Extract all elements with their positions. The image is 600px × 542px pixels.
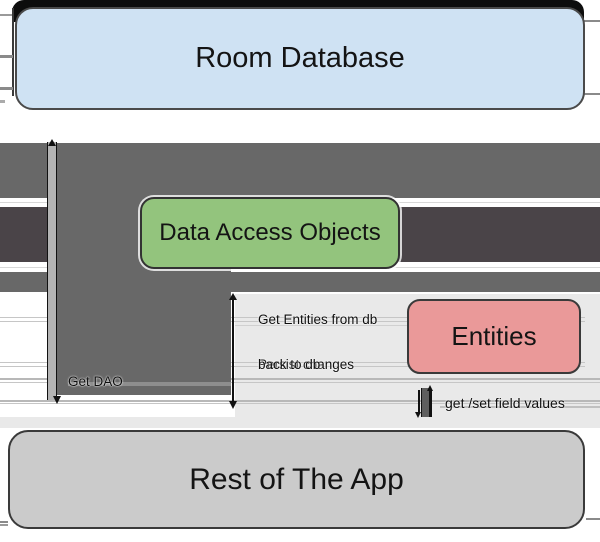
right-edge-tick [584, 93, 600, 95]
left-edge-tick-bottom [0, 524, 8, 526]
arrow-down-icon [415, 412, 421, 418]
arrow-down-icon [53, 396, 61, 404]
arrow-up-icon [48, 139, 56, 146]
dao-entities-arrow-line [232, 297, 234, 403]
persist-changes-line2: back to db [258, 357, 321, 372]
gray-left-block [57, 143, 231, 395]
get-dao-connector-bar [47, 142, 57, 400]
left-edge-tick [0, 55, 13, 58]
arrow-up-icon [229, 293, 237, 300]
top-bar-left-edge-line [12, 8, 14, 96]
get-set-left-line [418, 390, 420, 414]
faint-line [0, 382, 600, 383]
room-database-box: Room Database [15, 7, 585, 110]
persist-changes-line1: Persist changes [258, 357, 355, 372]
data-access-objects-box: Data Access Objects [140, 197, 400, 269]
light-gray-band-bottom [0, 417, 600, 428]
get-set-field-values-label: get /set field values [445, 395, 565, 411]
faint-line [0, 378, 600, 380]
faint-line [0, 362, 585, 363]
right-edge-tick [584, 20, 600, 22]
left-edge-tick-bottom [0, 521, 8, 523]
faint-line [0, 403, 600, 404]
rest-of-the-app-label: Rest of The App [189, 462, 404, 496]
get-dao-label: Get DAO [68, 374, 123, 389]
faint-line [235, 325, 410, 326]
left-edge-tick [0, 100, 5, 103]
get-set-right-line [430, 390, 432, 417]
rest-of-the-app-box: Rest of The App [8, 430, 585, 529]
left-edge-tick [0, 14, 12, 16]
right-edge-tick-bottom [586, 518, 600, 520]
arrow-up-icon [427, 385, 433, 391]
get-dao-arrow-line [68, 382, 231, 386]
faint-line [0, 317, 585, 318]
arrow-down-icon [229, 401, 237, 409]
entities-label: Entities [451, 321, 537, 351]
get-entities-label: Get Entities from db [258, 312, 378, 327]
faint-line [0, 321, 585, 322]
get-set-connector-bar [421, 388, 430, 417]
data-access-objects-label: Data Access Objects [159, 219, 381, 246]
left-edge-tick [0, 87, 13, 90]
faint-line [440, 406, 600, 408]
faint-line [0, 366, 585, 367]
entities-box: Entities [407, 299, 581, 374]
room-database-label: Room Database [195, 42, 405, 74]
faint-line [0, 400, 600, 402]
